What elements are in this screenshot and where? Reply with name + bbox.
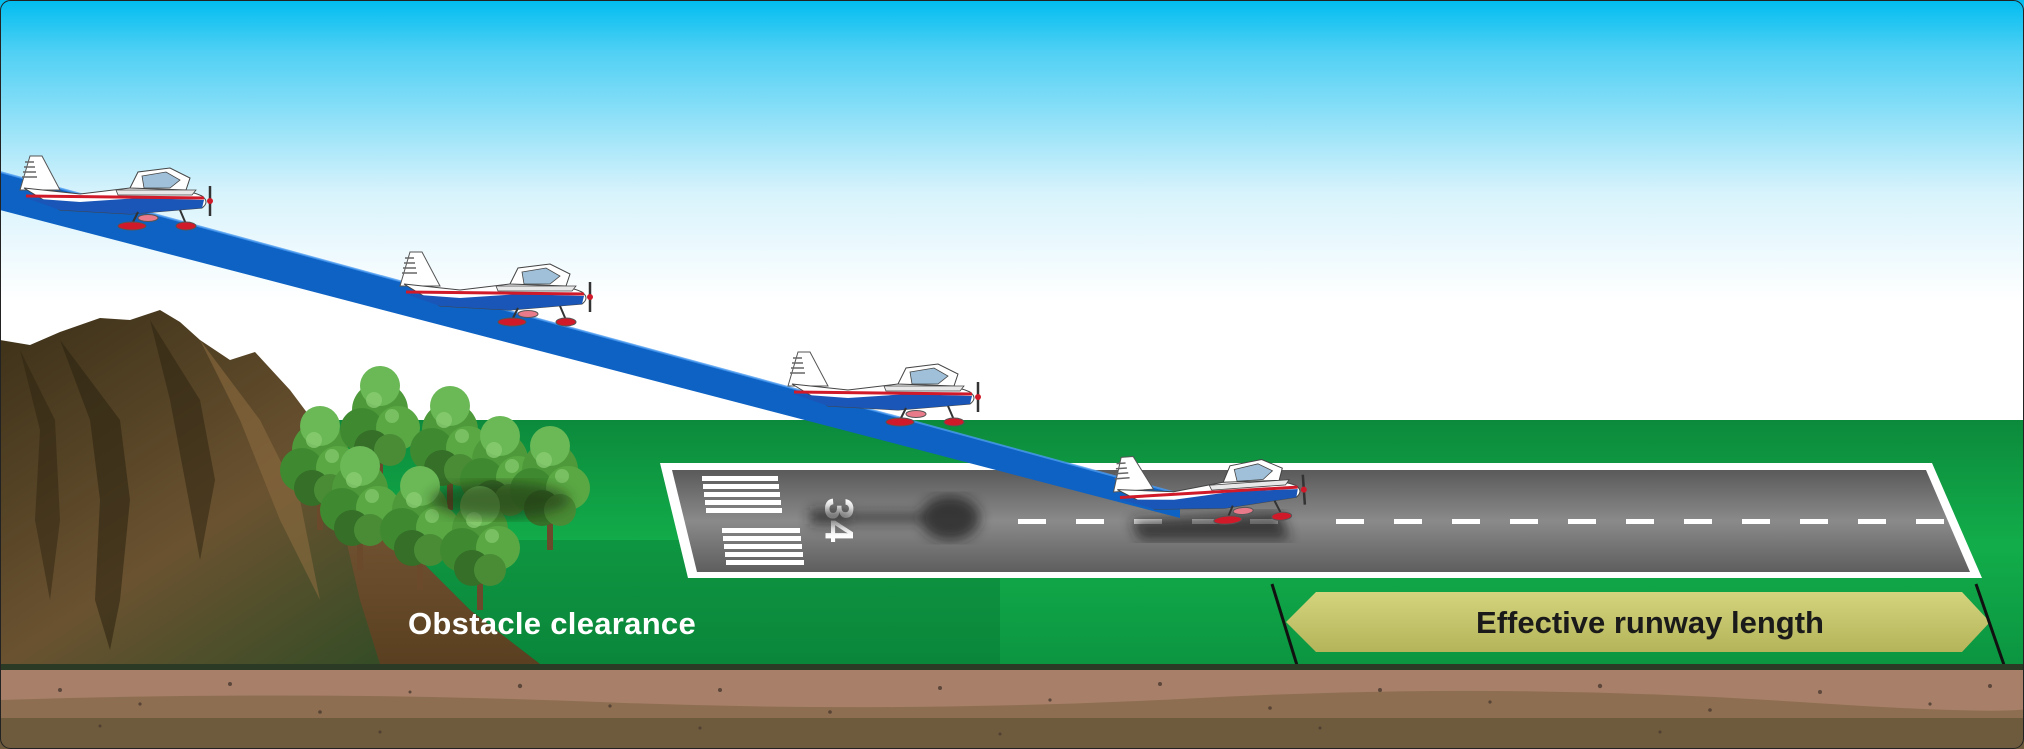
effective-runway-length-label: Effective runway length <box>1476 605 1824 640</box>
obstacle-clearance-label: Obstacle clearance <box>408 606 697 641</box>
glide-path <box>0 172 1180 518</box>
sky <box>0 0 2024 430</box>
effective-runway-length-arrow <box>1286 592 1990 652</box>
threshold-markings <box>702 476 804 565</box>
runway: 34 <box>660 463 1982 578</box>
mountain-icon <box>0 310 540 664</box>
ground-soil <box>0 664 2024 749</box>
